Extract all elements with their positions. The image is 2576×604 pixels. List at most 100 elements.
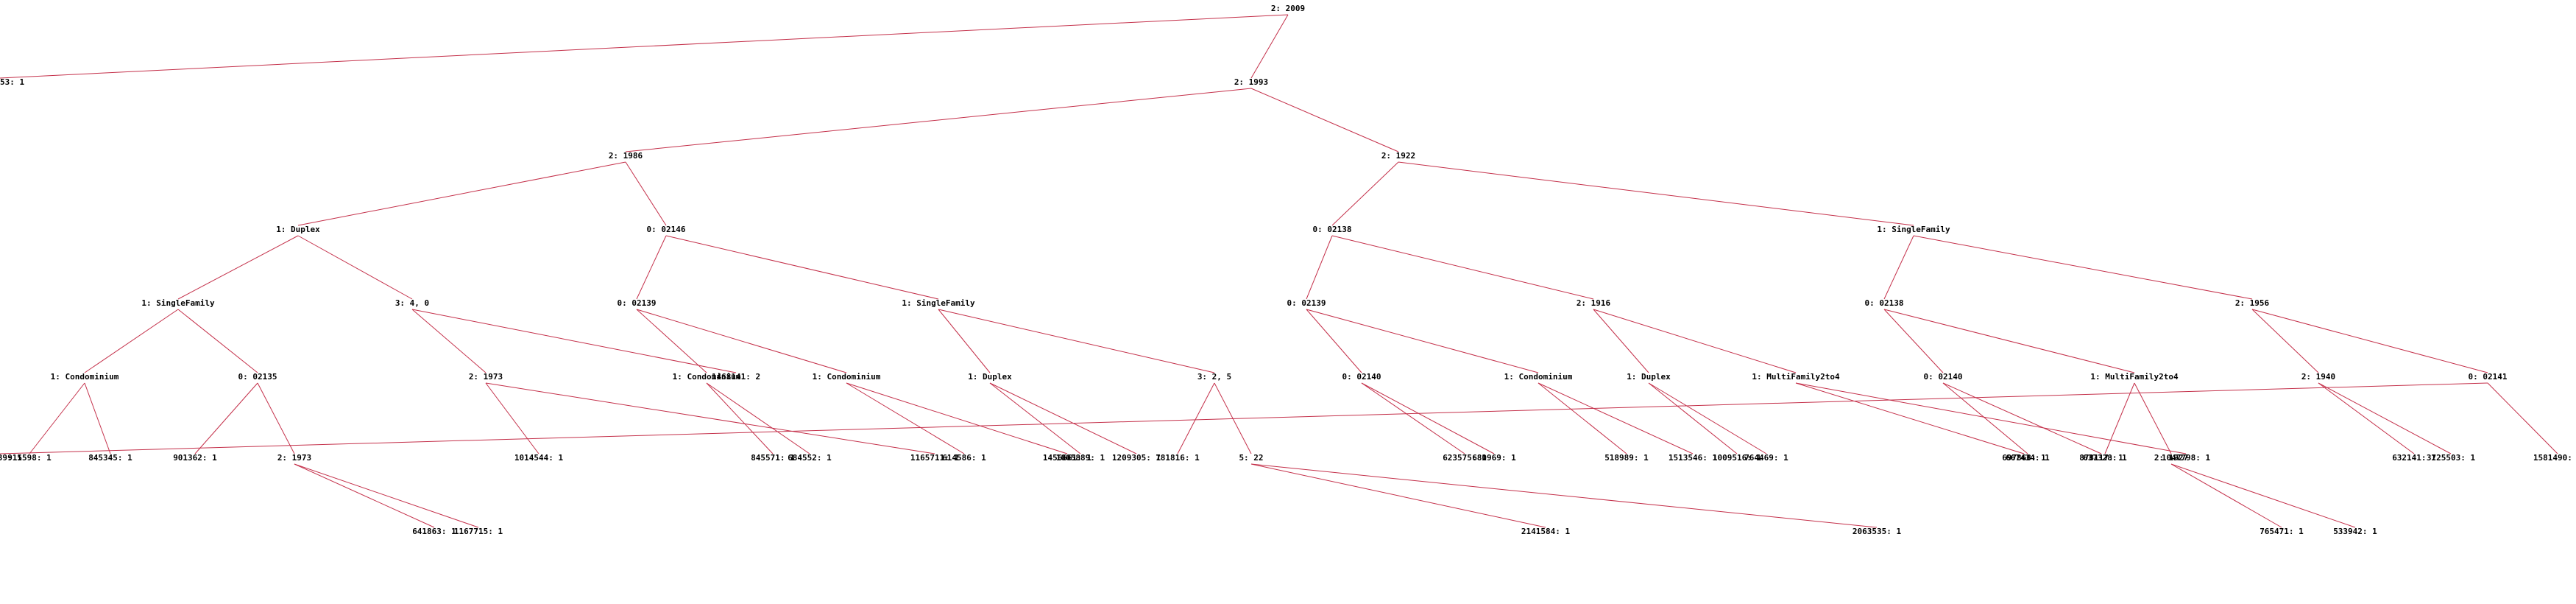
tree-edge bbox=[2318, 382, 2415, 454]
tree-edge bbox=[625, 88, 1252, 152]
tree-edge bbox=[1883, 235, 1914, 300]
tree-edge bbox=[636, 309, 707, 373]
leaf-node-1513546-1: 1513546: 1 bbox=[1669, 453, 1718, 463]
tree-edge bbox=[194, 382, 258, 454]
split-node-0-02138: 0: 02138 bbox=[1313, 225, 1352, 234]
leaf-node-641863-1: 641863: 1 bbox=[412, 527, 456, 536]
tree-edge bbox=[846, 382, 1068, 454]
leaf-node-1209305-1: 1209305: 1 bbox=[1112, 453, 1161, 463]
leaf-node-1456661-1: 1456661: 1 bbox=[1043, 453, 1092, 463]
tree-edge bbox=[177, 309, 258, 373]
leaf-node-1581490-1: 1581490: 1 bbox=[2533, 453, 2576, 463]
tree-edge bbox=[938, 309, 1215, 373]
leaf-node-1014544-1: 1014544: 1 bbox=[514, 453, 564, 463]
split-node-1-singlefamily: 1: SingleFamily bbox=[902, 298, 975, 308]
tree-edge bbox=[257, 382, 295, 454]
tree-edge bbox=[1250, 463, 1546, 528]
split-node-1-multifamily2to4: 1: MultiFamily2to4 bbox=[2090, 372, 2179, 382]
tree-edge bbox=[1250, 14, 1289, 79]
leaf-node-1009516-1: 1009516: 1 bbox=[1713, 453, 1762, 463]
tree-edge bbox=[989, 382, 1081, 454]
tree-edge bbox=[2170, 463, 2282, 528]
split-node-2-1973: 2: 1973 bbox=[277, 453, 311, 463]
tree-edge bbox=[1942, 382, 2028, 454]
leaf-node-667434-1: 667434: 1 bbox=[2006, 453, 2050, 463]
leaf-node-845571-1: 845571: 1 bbox=[751, 453, 795, 463]
split-node-1-condominium: 1: Condominium bbox=[813, 372, 881, 382]
split-node-1-singlefamily: 1: SingleFamily bbox=[141, 298, 215, 308]
leaf-node-518989-1: 518989: 1 bbox=[1604, 453, 1649, 463]
leaf-node-680969-1: 680969: 1 bbox=[1472, 453, 1516, 463]
split-node-3-4-0: 3: 4, 0 bbox=[395, 298, 429, 308]
leaf-node-1047798-1: 1047798: 1 bbox=[2162, 453, 2211, 463]
tree-edge bbox=[1250, 88, 1399, 152]
leaf-node-1468141-2: 1468141: 2 bbox=[712, 372, 760, 382]
tree-edge bbox=[706, 382, 774, 454]
tree-edge bbox=[2251, 309, 2319, 373]
split-node-2-1927: 2: 1927 bbox=[2154, 453, 2188, 463]
tree-edge bbox=[989, 382, 1137, 454]
tree-edge bbox=[2134, 382, 2172, 454]
tree-edge bbox=[2251, 309, 2488, 373]
leaf-node-637328-1: 637328: 1 bbox=[2083, 453, 2127, 463]
leaf-node-1005889-1: 1005889: 1 bbox=[1056, 453, 1105, 463]
tree-edge bbox=[706, 382, 810, 454]
tree-edge bbox=[1331, 235, 1594, 300]
split-node-0-02139: 0: 02139 bbox=[1287, 298, 1326, 308]
leaf-node-2141584-1: 2141584: 1 bbox=[1521, 527, 1571, 536]
split-node-2-1916: 2: 1916 bbox=[1577, 298, 1611, 308]
tree-edge bbox=[1306, 309, 1539, 373]
split-node-0-02140: 0: 02140 bbox=[1924, 372, 1963, 382]
leaf-node-878117-1: 878117: 1 bbox=[2079, 453, 2123, 463]
tree-edge bbox=[938, 309, 991, 373]
split-node-1-condominium: 1: Condominium bbox=[673, 372, 741, 382]
tree-edge bbox=[846, 382, 965, 454]
tree-edge bbox=[1306, 309, 1362, 373]
tree-edge bbox=[29, 382, 85, 454]
tree-edge bbox=[1883, 309, 1944, 373]
leaf-node-623575-1: 623575: 1 bbox=[1443, 453, 1487, 463]
tree-edge bbox=[2487, 382, 2558, 454]
tree-edge bbox=[297, 235, 413, 300]
tree-edge bbox=[411, 309, 737, 373]
tree-edge bbox=[0, 382, 2488, 454]
tree-edge bbox=[1795, 382, 2025, 454]
tree-edge bbox=[1913, 235, 2253, 300]
tree-edge bbox=[1398, 161, 1914, 226]
split-node-1-duplex: 1: Duplex bbox=[276, 225, 320, 234]
leaf-node-760539-1: 760539: 1 bbox=[0, 453, 22, 463]
split-node-2-2009: 2: 2009 bbox=[1271, 4, 1305, 13]
tree-edge bbox=[665, 235, 939, 300]
tree-edge bbox=[1331, 161, 1399, 226]
split-node-2-1940: 2: 1940 bbox=[2301, 372, 2335, 382]
tree-edge bbox=[177, 235, 299, 300]
split-node-2-1993: 2: 1993 bbox=[1234, 77, 1268, 87]
tree-edges bbox=[0, 14, 2558, 528]
tree-edge bbox=[636, 309, 847, 373]
tree-edge bbox=[0, 14, 1289, 79]
tree-edge bbox=[625, 161, 667, 226]
leaf-node-2063535-1: 2063535: 1 bbox=[1853, 527, 1902, 536]
tree-edge bbox=[2318, 382, 2452, 454]
tree-edge bbox=[1538, 382, 1694, 454]
tree-edge bbox=[1593, 309, 1797, 373]
tree-edge bbox=[294, 463, 435, 528]
tree-edge bbox=[1177, 382, 1215, 454]
leaf-node-845345-1: 845345: 1 bbox=[88, 453, 132, 463]
split-node-5-22: 5: 22 bbox=[1239, 453, 1263, 463]
leaf-node-3725503-1: 3725503: 1 bbox=[2427, 453, 2476, 463]
tree-edge bbox=[2170, 463, 2356, 528]
leaf-node-765471-1: 765471: 1 bbox=[2260, 527, 2304, 536]
leaf-node-614586-1: 614586: 1 bbox=[942, 453, 986, 463]
tree-edge bbox=[485, 382, 539, 454]
leaf-node-533942-1: 533942: 1 bbox=[2333, 527, 2377, 536]
split-node-0-02138: 0: 02138 bbox=[1865, 298, 1904, 308]
tree-edge bbox=[411, 309, 486, 373]
leaf-node-901362-1: 901362: 1 bbox=[173, 453, 217, 463]
leaf-node-4028953-1: 4028953: 1 bbox=[0, 77, 24, 87]
tree-edge bbox=[297, 161, 626, 226]
leaf-node-684552-1: 684552: 1 bbox=[788, 453, 832, 463]
leaf-node-632141-1: 632141: 1 bbox=[2392, 453, 2436, 463]
